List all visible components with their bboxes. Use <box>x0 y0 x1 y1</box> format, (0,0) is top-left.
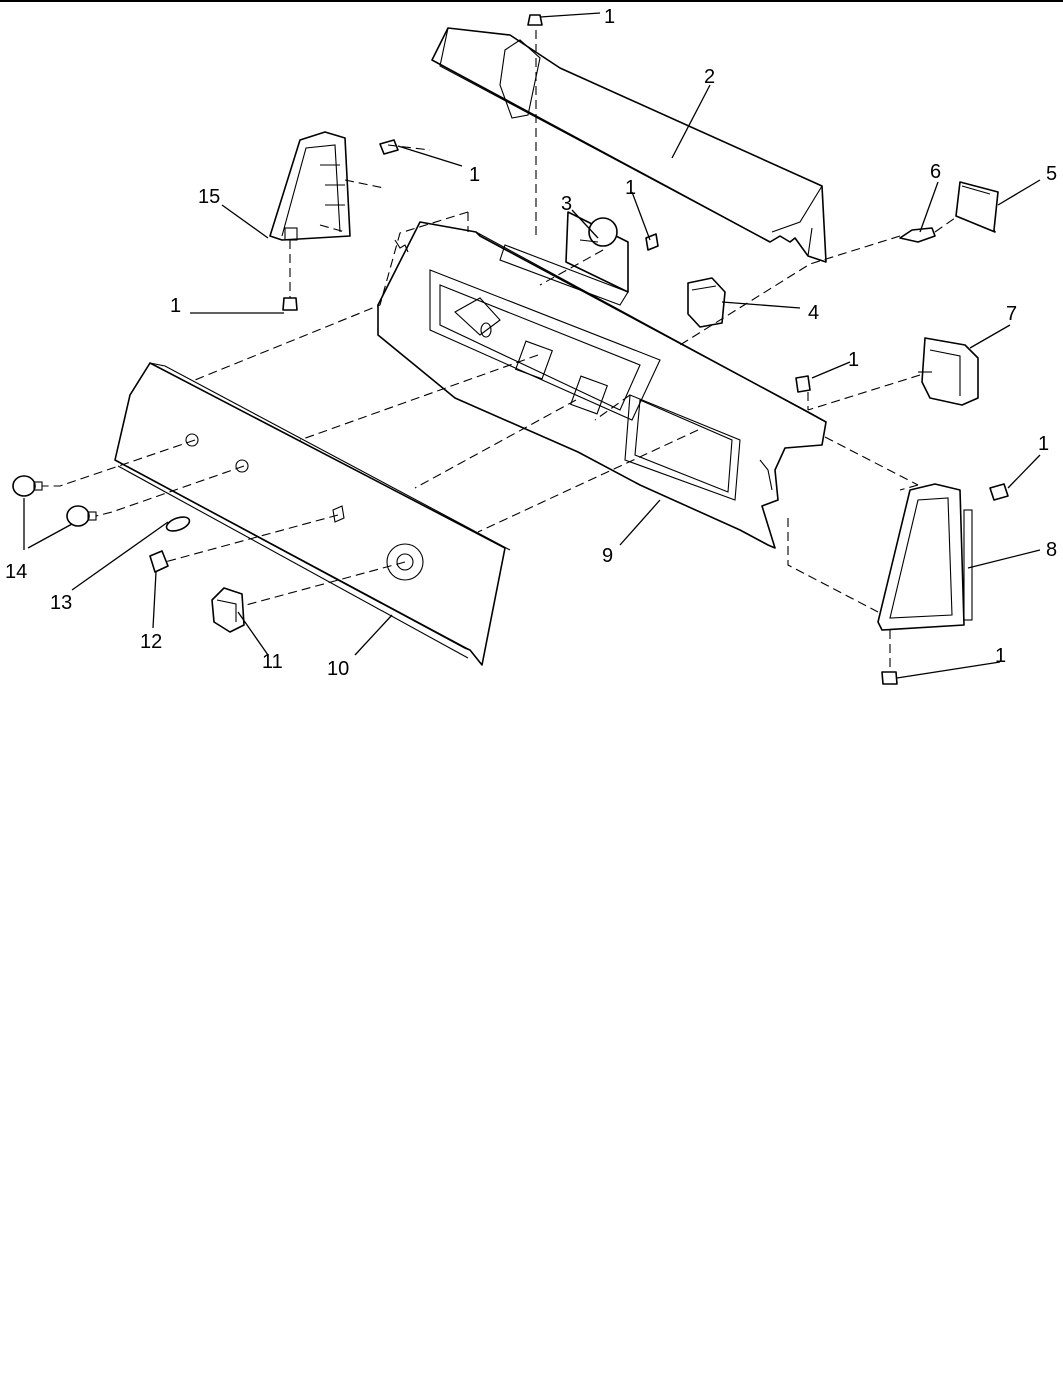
callout-label: 2 <box>704 66 715 88</box>
part-right-end-cap <box>877 483 973 631</box>
part-front-console-panel <box>114 362 511 666</box>
callout-label: 3 <box>561 193 572 215</box>
callout-label: 1 <box>848 349 859 371</box>
callout-labels: 1 2 1 15 3 1 6 5 1 4 7 1 1 8 9 14 13 12 … <box>5 6 1057 680</box>
callout-label: 8 <box>1046 539 1057 561</box>
callout-label: 15 <box>198 186 220 208</box>
callout-label: 13 <box>50 592 72 614</box>
part-switch-motor <box>565 211 629 293</box>
callout-label: 5 <box>1046 163 1057 185</box>
part-rear-control-panel <box>377 221 827 549</box>
part-screws <box>282 14 1009 685</box>
callout-label: 1 <box>604 6 615 28</box>
callout-label: 1 <box>170 295 181 317</box>
part-bezel-ring <box>165 516 191 532</box>
part-knobs <box>12 475 97 527</box>
part-push-switch <box>149 550 169 573</box>
callout-label: 1 <box>469 164 480 186</box>
callout-label: 14 <box>5 561 27 583</box>
callout-label: 10 <box>327 658 349 680</box>
callout-label: 7 <box>1006 303 1017 325</box>
assembly-dashed-lines <box>42 30 956 672</box>
callout-label: 4 <box>808 302 819 324</box>
part-console-top-cover <box>431 27 827 263</box>
part-circuit-board <box>955 181 999 233</box>
callout-label: 1 <box>625 177 636 199</box>
callout-leader-lines <box>23 12 1041 679</box>
callout-label: 1 <box>995 645 1006 667</box>
callout-label: 12 <box>140 631 162 653</box>
callout-label: 11 <box>262 651 283 673</box>
callout-label: 1 <box>1038 433 1049 455</box>
callout-label: 6 <box>930 161 941 183</box>
part-timer <box>918 337 979 406</box>
top-border-rule <box>0 0 1063 2</box>
part-clip <box>899 227 936 243</box>
part-left-end-cap <box>269 131 351 241</box>
callout-label: 9 <box>602 545 613 567</box>
part-relay-switch <box>687 277 726 328</box>
part-selector-switch <box>211 587 245 633</box>
